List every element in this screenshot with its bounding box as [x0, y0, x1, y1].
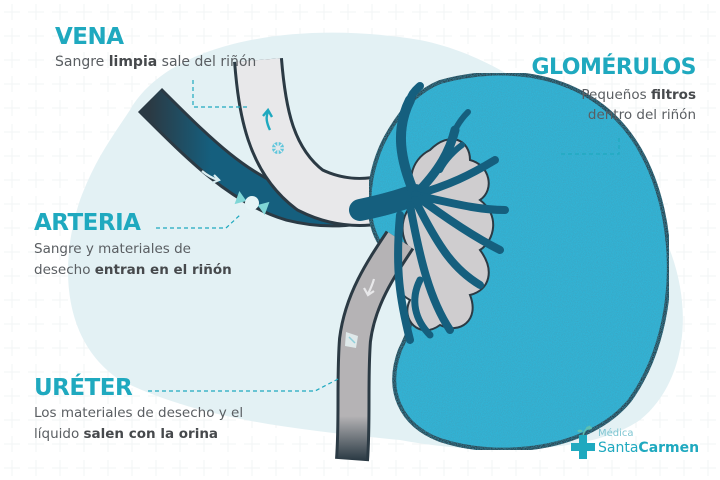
vein-flow-arrow-icon — [265, 111, 272, 131]
urine-waste-particle-icon — [345, 332, 358, 348]
leader-lines — [148, 80, 620, 392]
vena-description: Sangre limpia sale del riñón — [55, 54, 257, 70]
ureter-description: Los materiales de desecho y el líquido s… — [34, 405, 244, 442]
ureter-title: URÉTER — [34, 375, 133, 401]
medica-santa-carmen-logo: Médica SantaCarmen — [570, 425, 720, 465]
logo-line2: SantaCarmen — [598, 440, 700, 456]
flow-markers — [201, 107, 376, 348]
artery-flow-arrow-icon — [201, 170, 219, 182]
ureter-flow-arrow-icon — [367, 278, 376, 295]
medical-cross-icon — [571, 425, 595, 459]
arteria-title: ARTERIA — [34, 210, 141, 236]
glomerulos-leader — [560, 138, 620, 155]
arteria-label: ARTERIA Sangre y materiales de desecho e… — [34, 212, 232, 281]
arteria-leader — [156, 214, 241, 229]
glomerulos-title: GLOMÉRULOS — [531, 55, 696, 80]
glomerulos-label: GLOMÉRULOS Pequeños filtros dentro del r… — [518, 57, 696, 125]
ureter-label: URÉTER Los materiales de desecho y el lí… — [34, 377, 243, 445]
clean-particle-icon — [272, 142, 284, 154]
ureter-leader — [148, 377, 341, 392]
arteria-description: Sangre y materiales de desecho entran en… — [34, 241, 232, 278]
vena-leader — [192, 80, 247, 108]
glomerulos-description: Pequeños filtros dentro del riñón — [581, 87, 696, 123]
vena-title: VENA — [55, 24, 124, 50]
logo-line1: Médica — [598, 428, 634, 439]
waste-candy-icon — [234, 190, 270, 216]
vena-label: VENA Sangre limpia sale del riñón — [55, 26, 256, 73]
renal-vessel-branches — [349, 82, 509, 344]
